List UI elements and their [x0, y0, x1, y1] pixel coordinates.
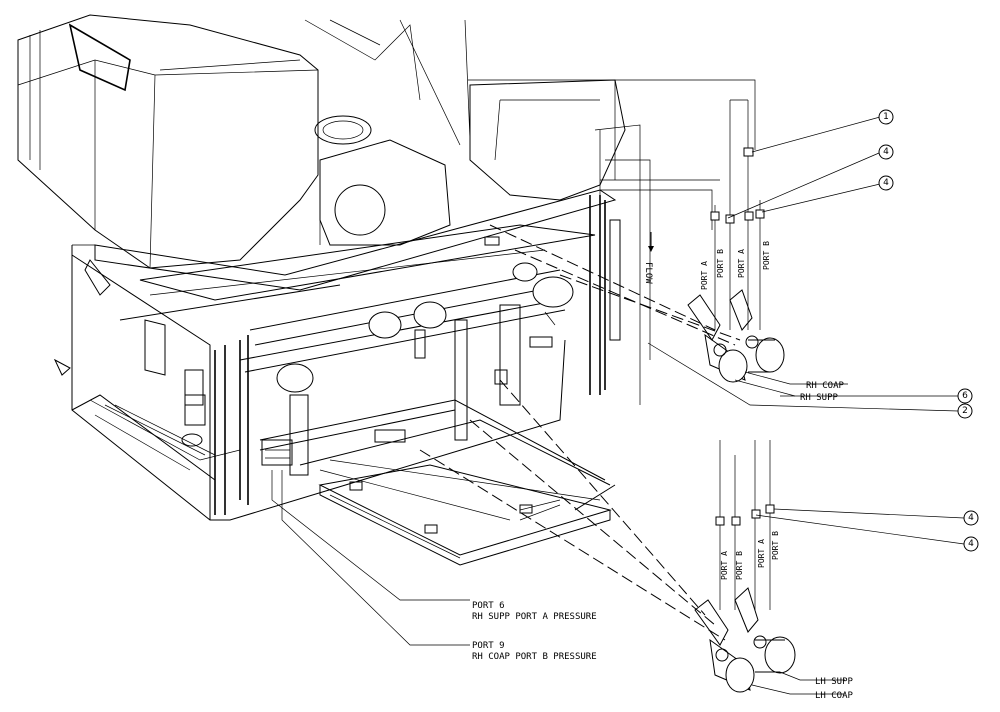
callout-4-a — [878, 144, 894, 160]
lh-supp-label: LH SUPP — [815, 677, 854, 687]
callout-1 — [878, 109, 894, 125]
lower-port-b-2: PORT B — [771, 531, 780, 560]
upper-port-b-1: PORT B — [716, 249, 725, 278]
svg-text:6: 6 — [962, 391, 968, 401]
callout-6 — [957, 388, 973, 404]
lower-fittings: PORT A PORT B PORT A PORT B — [715, 440, 780, 610]
flow-indicator: FLOW — [643, 232, 654, 284]
upper-port-a-2: PORT A — [737, 249, 746, 278]
svg-text:2: 2 — [962, 406, 968, 416]
svg-text:4: 4 — [883, 178, 889, 188]
svg-text:4: 4 — [883, 147, 889, 157]
cylinder-labels: RH COAP RH SUPP LH SUPP LH COAP — [734, 371, 854, 701]
port6-title: PORT 6 — [472, 601, 505, 611]
right-hopper — [469, 79, 626, 201]
callout-2 — [957, 403, 973, 419]
flow-label: FLOW — [643, 262, 653, 284]
port6-desc: RH SUPP PORT A PRESSURE — [472, 612, 597, 622]
upper-fittings: PORT A PORT B PORT A PORT B — [700, 99, 771, 330]
port-notes: PORT 6 RH SUPP PORT A PRESSURE PORT 9 RH… — [271, 470, 597, 662]
upper-port-a-1: PORT A — [700, 261, 709, 290]
svg-text:4: 4 — [968, 513, 974, 523]
callouts: 1 4 4 6 2 4 4 — [647, 109, 979, 552]
left-hopper — [17, 14, 319, 269]
rh-supp-label: RH SUPP — [800, 393, 839, 403]
rh-coap-label: RH COAP — [806, 381, 845, 391]
rh-cylinders — [687, 289, 785, 383]
lower-port-a-1: PORT A — [720, 551, 729, 580]
lh-coap-label: LH COAP — [815, 691, 854, 701]
assembly-lines — [419, 79, 756, 641]
callout-4-d — [963, 536, 979, 552]
machine-frame — [17, 14, 641, 566]
port9-title: PORT 9 — [472, 641, 505, 651]
callout-4-b — [878, 175, 894, 191]
port9-desc: RH COAP PORT B PRESSURE — [472, 652, 597, 662]
svg-text:4: 4 — [968, 539, 974, 549]
lh-cylinders — [694, 587, 796, 693]
callout-4-c — [963, 510, 979, 526]
lower-port-a-2: PORT A — [757, 539, 766, 568]
upper-port-b-2: PORT B — [762, 241, 771, 270]
svg-text:1: 1 — [883, 112, 889, 122]
lower-port-b-1: PORT B — [735, 551, 744, 580]
